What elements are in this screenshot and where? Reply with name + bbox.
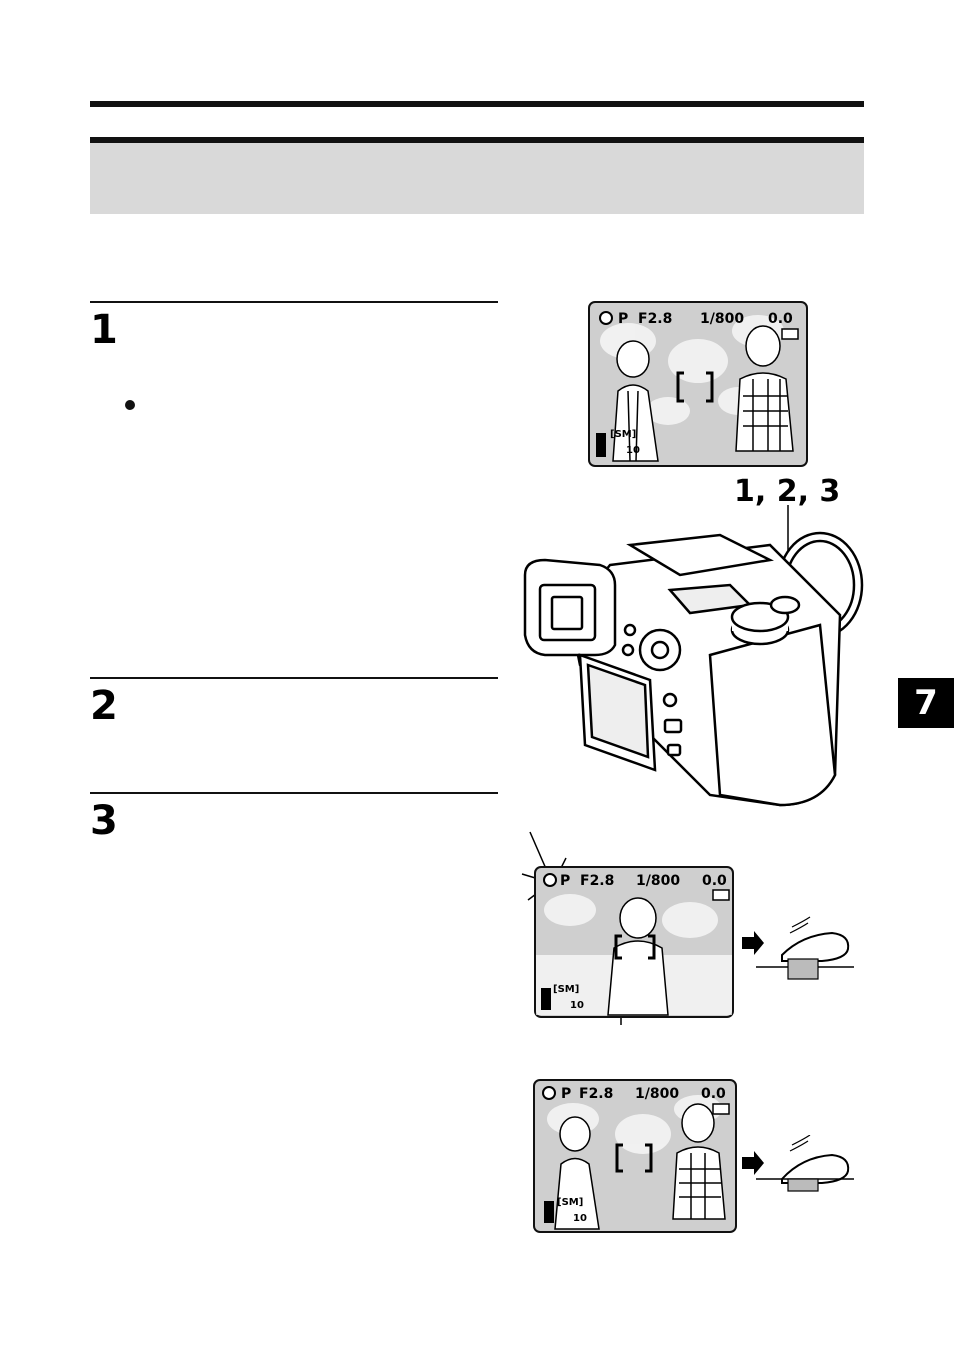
button-callout-label: 1, 2, 3 [734, 474, 841, 509]
step-2-rule [90, 677, 498, 679]
svg-text:P: P [560, 873, 570, 889]
svg-text:F2.8: F2.8 [579, 1086, 613, 1102]
svg-text:F2.8: F2.8 [580, 873, 614, 889]
lcd-screen-2: P F2.8 1/800 0.0 [SM] 10 [521, 831, 734, 1025]
step-1-rule [90, 301, 498, 303]
lcd-exposure: 0.0 [768, 311, 793, 327]
camera-illustration [523, 505, 864, 807]
svg-text:0.0: 0.0 [702, 873, 727, 889]
svg-text:1/800: 1/800 [636, 873, 680, 889]
svg-text:P: P [561, 1086, 571, 1102]
svg-text:10: 10 [573, 1213, 587, 1224]
chapter-tab: 7 [898, 678, 954, 728]
shutter-full-press-diagram [742, 1135, 854, 1192]
title-band [90, 137, 864, 214]
step-3-number: 3 [90, 798, 118, 844]
header-rule [90, 101, 864, 107]
step-1-number: 1 [90, 307, 118, 353]
lcd-screen-3: P F2.8 1/800 0.0 [SM] 10 [533, 1079, 737, 1233]
svg-text:[SM]: [SM] [553, 984, 579, 995]
lcd-record-mode: [SM] [610, 429, 636, 440]
lcd-mode: P [618, 311, 628, 327]
step-3-rule [90, 792, 498, 794]
lcd-aperture: F2.8 [638, 311, 672, 327]
lcd-shutter: 1/800 [700, 311, 744, 327]
lcd-screen-1: P F2.8 1/800 0.0 [SM] 10 [588, 301, 808, 467]
bullet-point [125, 400, 135, 410]
lcd-frames: 10 [626, 445, 640, 456]
step-2-number: 2 [90, 683, 118, 729]
svg-text:[SM]: [SM] [557, 1197, 583, 1208]
svg-text:0.0: 0.0 [701, 1086, 726, 1102]
svg-text:10: 10 [570, 1000, 584, 1011]
shutter-half-press-diagram [742, 916, 854, 980]
svg-text:1/800: 1/800 [635, 1086, 679, 1102]
